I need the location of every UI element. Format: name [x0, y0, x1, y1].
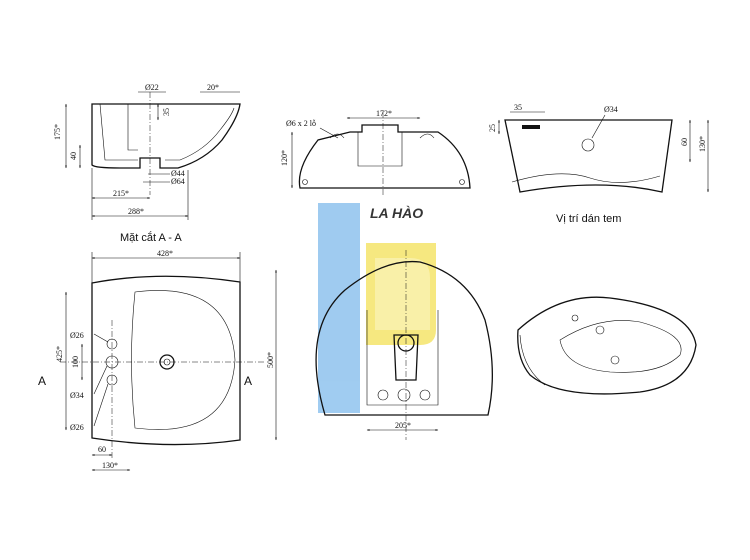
dim-d22: Ø22 — [145, 83, 159, 92]
dim-d34-label: Ø34 — [604, 105, 618, 114]
dim-20: 20* — [207, 83, 219, 92]
label-sticker — [522, 125, 540, 129]
dim-d26-top: Ø26 — [70, 331, 84, 340]
dim-d44: Ø44 — [171, 169, 185, 178]
dim-100: 100 — [71, 356, 80, 368]
watermark-logo: LA HÀO — [318, 203, 436, 413]
section-view: 175* 40 Ø22 20* 35 Ø44 Ø64 215* 288* Mặt… — [53, 83, 241, 244]
dim-288: 288* — [128, 207, 144, 216]
dim-d26-bottom: Ø26 — [70, 423, 84, 432]
logo-yellow-inner — [375, 258, 430, 330]
front-view: 205* — [315, 250, 493, 440]
section-mark-left: A — [38, 374, 46, 388]
dim-holes: Ø6 x 2 lỗ — [286, 119, 316, 128]
watermark-text: LA HÀO — [370, 205, 423, 221]
isometric-view — [517, 296, 697, 395]
label-position-view: 35 Ø34 25 60 130* Vị trí dán tem — [488, 103, 709, 225]
dim-d34-top: Ø34 — [70, 391, 84, 400]
dim-428: 428* — [157, 249, 173, 258]
dim-120: 120* — [280, 150, 289, 166]
dim-175: 175* — [53, 124, 62, 140]
back-view: 172* Ø6 x 2 lỗ 120* — [280, 109, 471, 196]
dim-60b: 60 — [98, 445, 106, 454]
dim-205: 205* — [395, 421, 411, 430]
dim-60: 60 — [680, 138, 689, 146]
dim-40: 40 — [69, 152, 78, 160]
label-caption: Vị trí dán tem — [556, 213, 621, 225]
section-mark-right: A — [244, 374, 252, 388]
dim-172: 172* — [376, 109, 392, 118]
dim-d64: Ø64 — [171, 177, 185, 186]
dim-130: 130* — [102, 461, 118, 470]
dim-215: 215* — [113, 189, 129, 198]
dim-35: 35 — [162, 108, 171, 116]
dim-130b: 130* — [698, 136, 707, 152]
dim-500: 500* — [266, 352, 275, 368]
dim-25: 25 — [488, 124, 497, 132]
section-caption: Mặt cắt A - A — [120, 231, 182, 244]
dim-425: 425* — [55, 346, 64, 362]
dim-35b: 35 — [514, 103, 522, 112]
top-view: 428* 425* 100 500* Ø26 Ø34 Ø26 A A 60 13… — [38, 249, 277, 471]
logo-blue-bar — [318, 203, 360, 413]
